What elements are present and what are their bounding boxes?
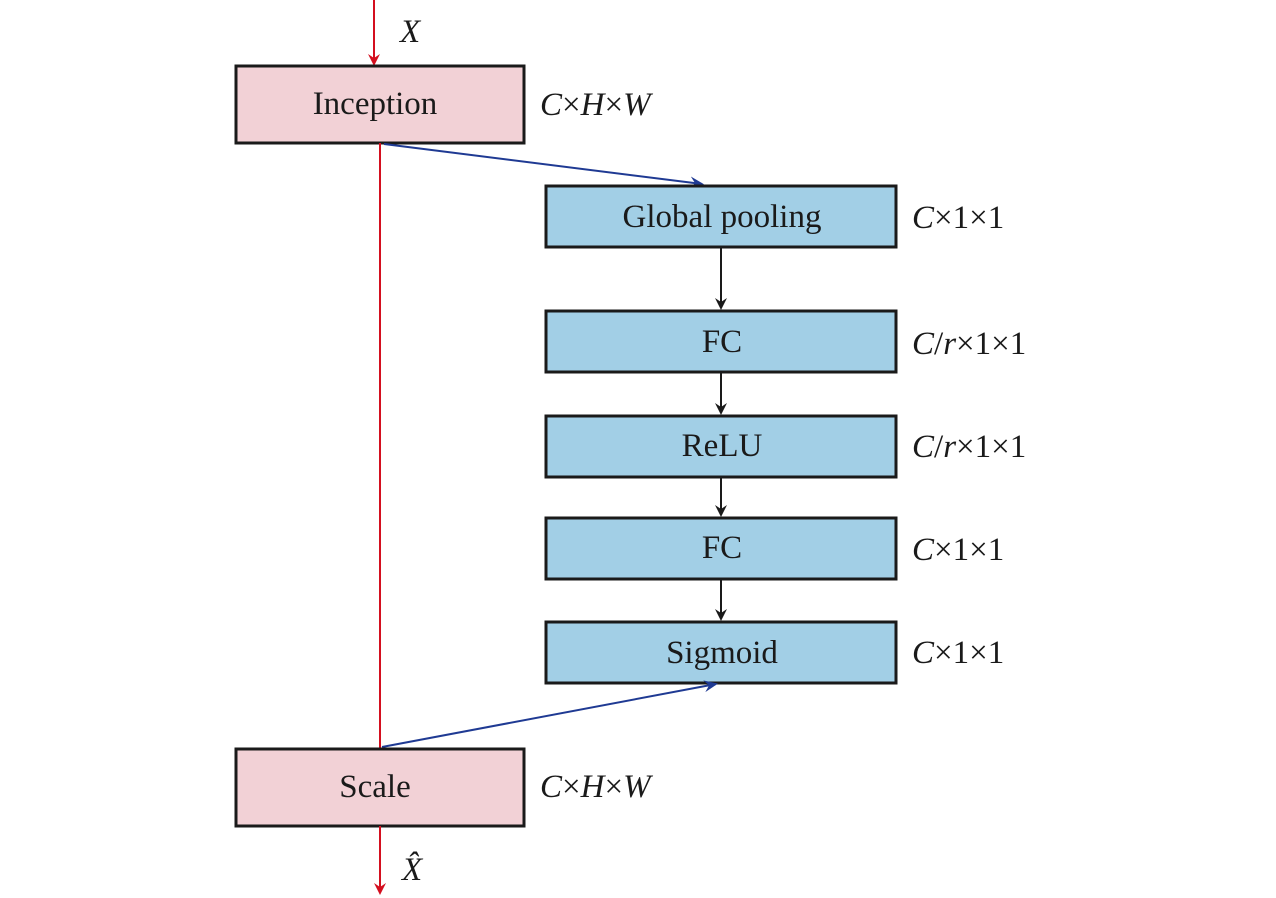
- inception-block: Inception: [234, 64, 526, 145]
- global-pooling-label: Global pooling: [623, 199, 822, 235]
- sigmoid-block: Sigmoid: [544, 620, 898, 685]
- sigmoid-dim: C×1×1: [912, 635, 1004, 671]
- relu-dim: C/r×1×1: [912, 429, 1026, 465]
- input-label: X: [398, 14, 422, 50]
- relu-block: ReLU: [544, 414, 898, 479]
- scale-block: Scale: [234, 747, 526, 828]
- fc1-label: FC: [702, 324, 742, 360]
- inception-dim: C×H×W: [540, 87, 653, 123]
- scale-label: Scale: [339, 769, 410, 805]
- sigmoid-label: Sigmoid: [666, 635, 778, 671]
- fc2-label: FC: [702, 530, 742, 566]
- inception-to-pooling-arrow: [383, 143, 704, 189]
- global-pooling-dim: C×1×1: [912, 200, 1004, 236]
- relu-label: ReLU: [682, 428, 763, 464]
- fc1-dim: C/r×1×1: [912, 326, 1026, 362]
- scale-to-sigmoid-arrow: [381, 680, 718, 748]
- inception-label: Inception: [313, 86, 438, 122]
- output-label: X̂: [400, 851, 424, 888]
- fc2-block: FC: [544, 516, 898, 581]
- global-pooling-block: Global pooling: [544, 184, 898, 249]
- fc2-dim: C×1×1: [912, 532, 1004, 568]
- fc1-block: FC: [544, 309, 898, 374]
- scale-dim: C×H×W: [540, 769, 653, 805]
